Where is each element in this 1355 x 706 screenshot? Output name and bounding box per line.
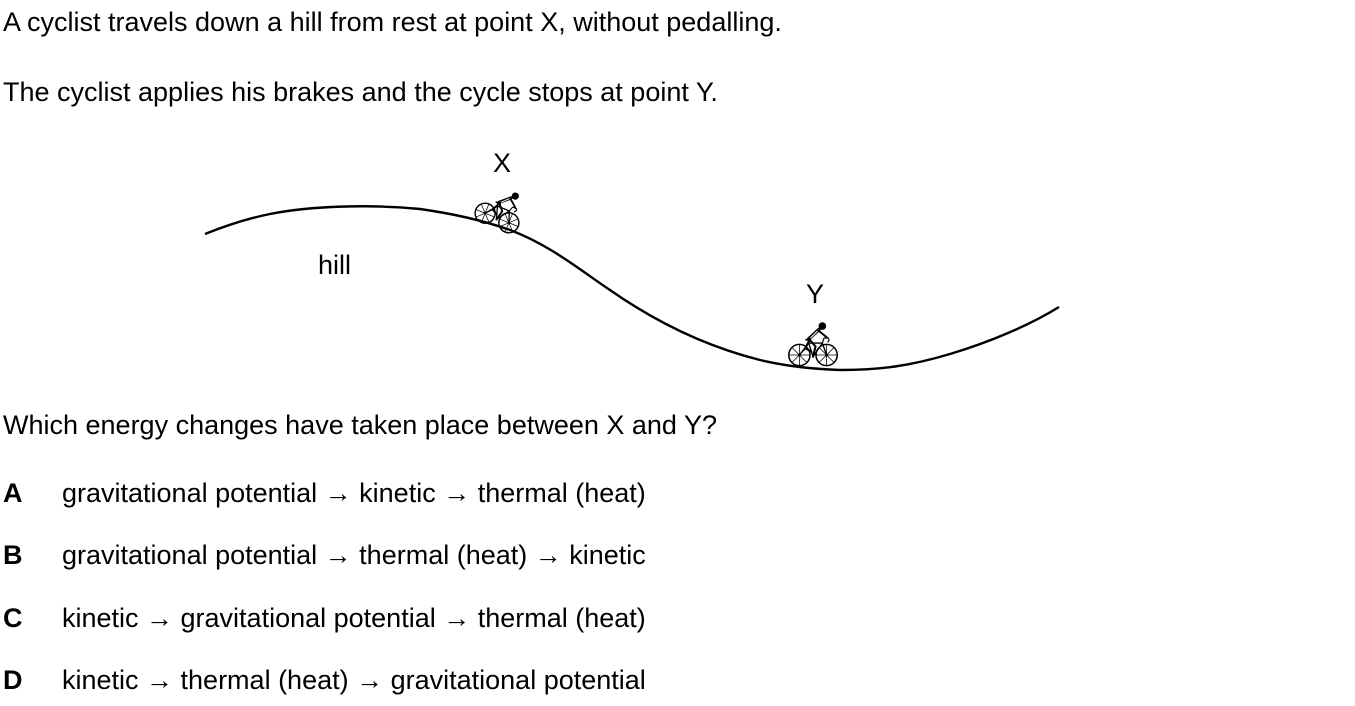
intro-line-1: A cyclist travels down a hill from rest … [3, 7, 782, 37]
option-text: kinetic → gravitational potential → ther… [62, 603, 646, 633]
option-letter: B [3, 540, 23, 570]
cyclist-icon [787, 320, 839, 368]
option-letter: D [3, 665, 23, 695]
option-letter: A [3, 478, 23, 508]
option-text: gravitational potential → thermal (heat)… [62, 540, 646, 570]
question-text: Which energy changes have taken place be… [3, 410, 717, 440]
option-text: kinetic → thermal (heat) → gravitational… [62, 665, 646, 695]
point-y-label: Y [806, 279, 824, 309]
hill-label: hill [318, 250, 351, 280]
point-x-label: X [493, 148, 511, 178]
intro-line-2: The cyclist applies his brakes and the c… [3, 77, 718, 107]
option-text: gravitational potential → kinetic → ther… [62, 478, 646, 508]
hill-curve [204, 205, 1060, 372]
cyclist-icon [470, 179, 532, 238]
hill-diagram: X Y hill [204, 148, 1060, 372]
option-letter: C [3, 603, 23, 633]
